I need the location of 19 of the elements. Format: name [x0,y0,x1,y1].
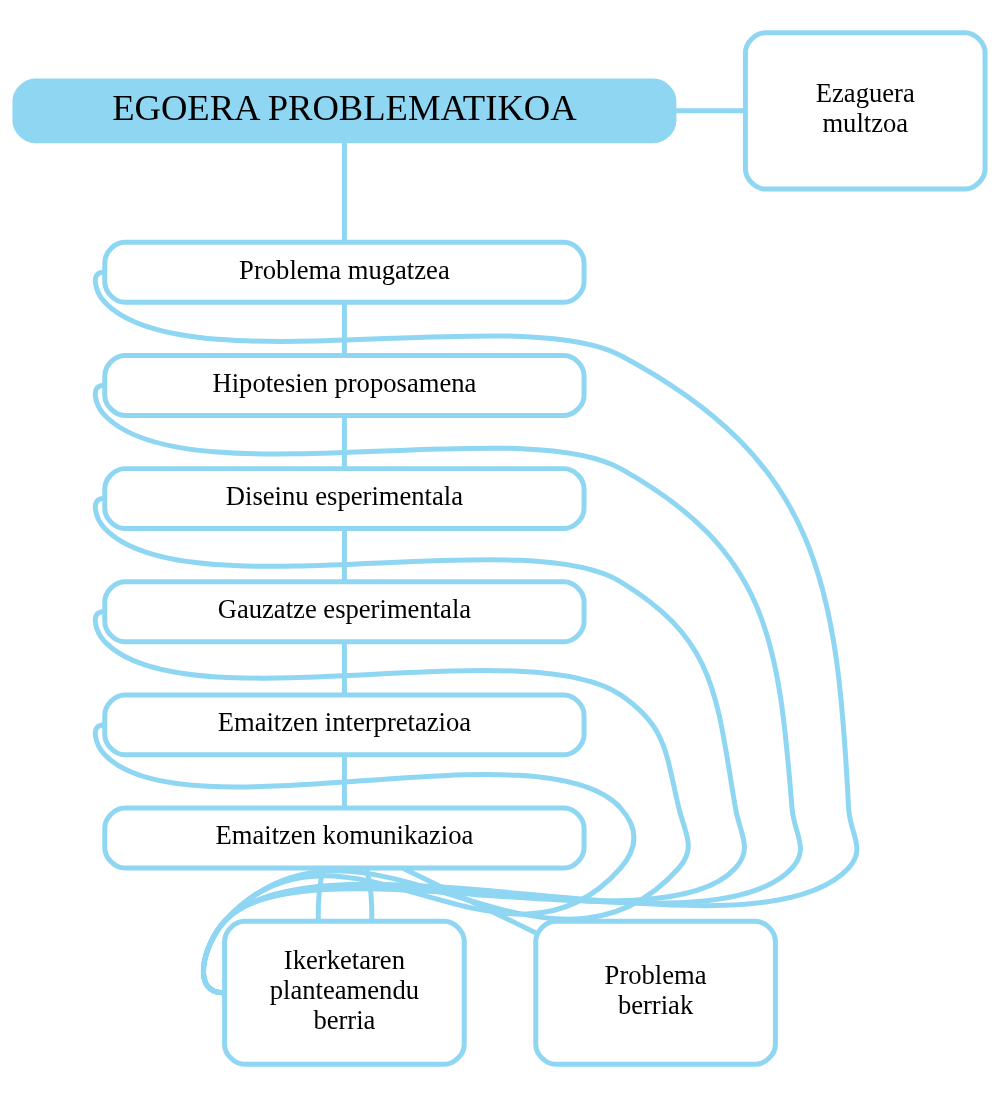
connector [341,642,347,695]
node-box: Ikerketaren planteamendu berria [222,918,467,1067]
connector [674,108,745,114]
node-box: Emaitzen komunikazioa [102,805,587,871]
node-box: Problema berriak [533,918,778,1067]
connector [341,302,347,355]
connector [364,867,375,921]
connector [341,755,347,808]
node-box: Emaitzen interpretazioa [102,692,587,758]
node-box: Diseinu esperimentala [102,466,587,532]
node-box: Gauzatze esperimentala [102,579,587,645]
connector [341,529,347,582]
node-box: Ezaguera multzoa [742,30,988,192]
connector [92,723,637,996]
node-box: Problema mugatzea [102,239,587,305]
node-box: EGOERA PROBLEMATIKOA [12,78,677,144]
connector [341,141,347,242]
connector [341,415,347,468]
node-box: Hipotesien proposamena [102,352,587,418]
